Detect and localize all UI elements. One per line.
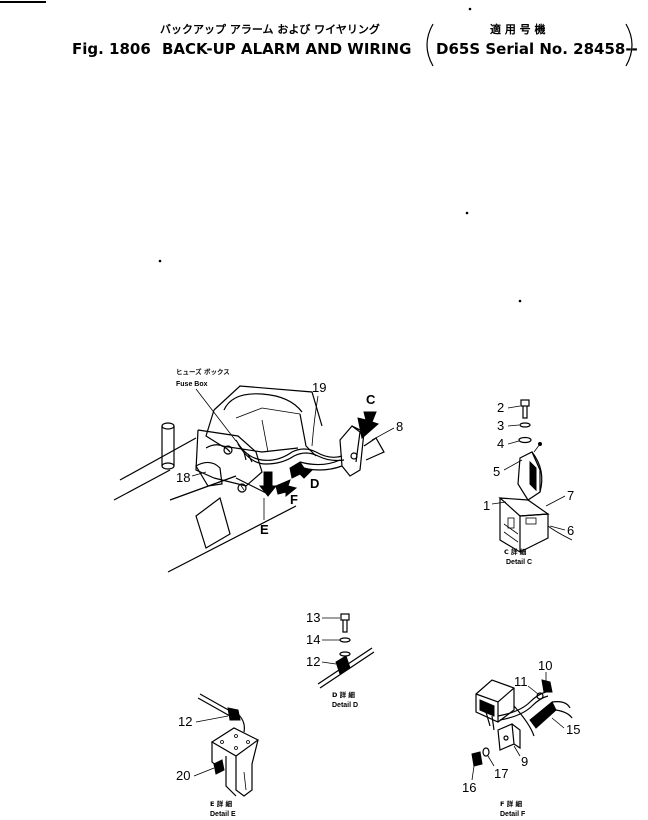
right-paren <box>625 23 633 67</box>
callout-19: 19 <box>312 380 326 395</box>
view-arrow-f <box>275 479 298 498</box>
header: バックアップ アラーム および ワイヤリング Fig. 1806 BACK-UP… <box>72 22 638 67</box>
callout-1: 1 <box>483 498 490 513</box>
callout-4: 4 <box>497 436 504 451</box>
view-arrow-e-label: E <box>260 522 269 537</box>
fuse-box-label-japanese: ヒューズ ボックス <box>176 367 230 376</box>
callout-20: 20 <box>176 768 190 783</box>
detail-e: 12 20 E 詳 細 Detail E <box>176 693 260 818</box>
view-arrow-f-label: F <box>290 492 298 507</box>
callout-18: 18 <box>176 470 190 485</box>
title-english: BACK-UP ALARM AND WIRING <box>162 40 411 58</box>
detail-d: 13 14 12 D 詳 細 Detail D <box>306 610 375 709</box>
view-arrow-e <box>258 471 278 497</box>
view-arrow-d-label: D <box>310 476 319 491</box>
callout-16: 16 <box>462 780 476 795</box>
detail-e-caption-japanese: E 詳 細 <box>210 799 232 808</box>
detail-f-caption: Detail F <box>500 811 526 818</box>
callout-8: 8 <box>396 419 403 434</box>
callout-9: 9 <box>521 754 528 769</box>
callout-15: 15 <box>566 722 580 737</box>
callout-5: 5 <box>493 464 500 479</box>
detail-d-caption: Detail D <box>332 702 358 709</box>
left-paren <box>426 23 434 67</box>
callout-3: 3 <box>497 418 504 433</box>
detail-c: 2 3 4 5 1 7 6 C 詳 細 Detail C <box>483 399 574 566</box>
callout-12-e: 12 <box>178 714 192 729</box>
detail-c-caption: Detail C <box>506 559 532 566</box>
applicable-models-japanese: 適 用 号 機 <box>490 22 546 36</box>
title-japanese: バックアップ アラーム および ワイヤリング <box>160 22 380 36</box>
detail-d-caption-japanese: D 詳 細 <box>332 690 355 699</box>
fuse-box-label: Fuse Box <box>176 381 208 388</box>
callout-10: 10 <box>538 658 552 673</box>
callout-7: 7 <box>567 488 574 503</box>
callout-6: 6 <box>567 523 574 538</box>
view-arrow-c <box>357 411 379 439</box>
callout-17: 17 <box>494 766 508 781</box>
detail-e-caption: Detail E <box>210 811 236 818</box>
callout-13: 13 <box>306 610 320 625</box>
callout-2: 2 <box>497 400 504 415</box>
detail-f-caption-japanese: F 詳 細 <box>500 799 522 808</box>
serial-number: D65S Serial No. 28458-- <box>436 40 638 58</box>
callout-14: 14 <box>306 632 320 647</box>
callout-12: 12 <box>306 654 320 669</box>
detail-c-caption-japanese: C 詳 細 <box>504 547 527 556</box>
view-arrow-c-label: C <box>366 392 376 407</box>
view-arrow-d <box>289 461 313 479</box>
figure-label: Fig. 1806 <box>72 40 151 58</box>
detail-f: 10 11 15 9 16 17 F 詳 細 Detail F <box>462 658 580 818</box>
callout-11: 11 <box>514 674 528 689</box>
main-tractor-view: ヒューズ ボックス Fuse Box <box>113 367 403 573</box>
